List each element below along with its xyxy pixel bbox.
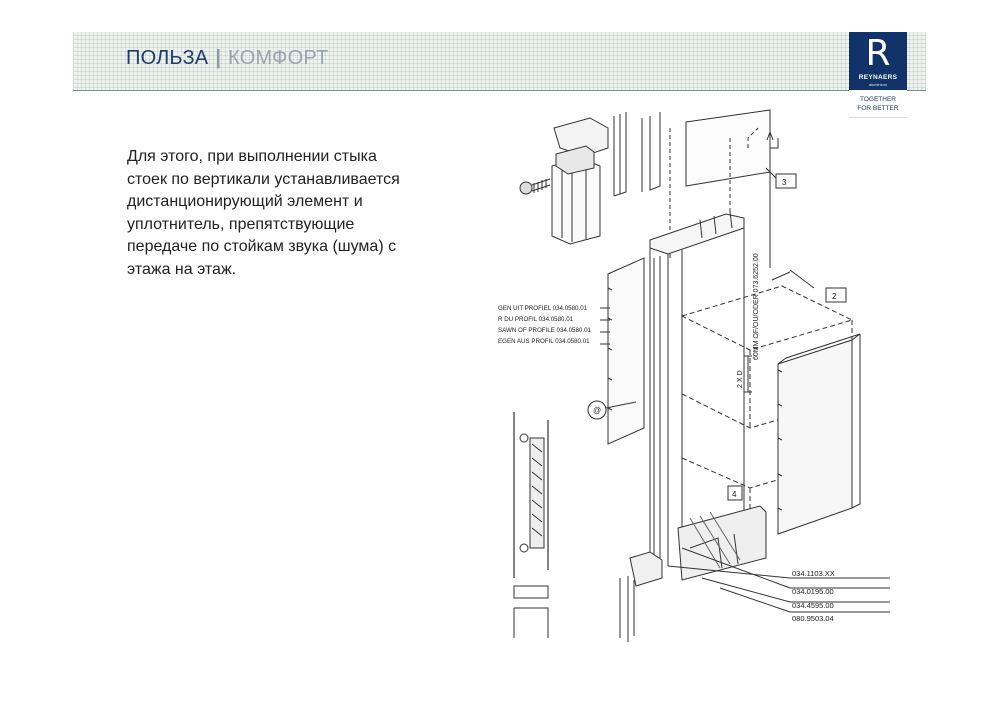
reynaers-logo: R REYNAERS aluminium xyxy=(849,32,907,90)
profile-note: R DU PROFIL 034.0580.01 xyxy=(498,316,574,323)
body-line: Для этого, при выполнении стыка xyxy=(127,148,377,165)
part-number: 034.4595.00 xyxy=(792,601,834,610)
body-line: этажа на этаж. xyxy=(127,260,237,278)
profile-note: EGEN AUS PROFIL 034.0580.01 xyxy=(498,338,590,345)
body-line: передаче по стойкам звука (шума) с xyxy=(127,238,397,255)
body-line: дистанционирующий элемент и xyxy=(127,193,363,210)
tagline-line-2: FOR BETTER xyxy=(857,105,899,112)
title-secondary: КОМФОРТ xyxy=(228,47,329,69)
body-line: уплотнитель, препятствующие xyxy=(127,215,355,233)
mullion-joint-drawing: 3 2 4 @ 60MM OF/OU/ODER 073.6252.00 2 X … xyxy=(498,109,890,642)
logo-name: REYNAERS xyxy=(858,74,898,81)
title-primary: ПОЛЬЗА xyxy=(126,47,209,69)
profile-note: SAWN OF PROFILE 034.0580.01 xyxy=(498,327,592,334)
logo-sub: aluminium xyxy=(868,82,888,87)
dimension-gap: 2 X D xyxy=(737,370,744,388)
callout-4: 4 xyxy=(732,490,737,499)
logo-mark: R xyxy=(865,33,891,74)
header-band xyxy=(73,32,926,90)
body-paragraph: Для этого, при выполнении стыка стоек по… xyxy=(127,146,487,281)
part-number: 034.0195.00 xyxy=(792,587,834,596)
circle-label: @ xyxy=(593,406,601,415)
profile-note: GEN UIT PROFIEL 034.0580.01 xyxy=(498,305,588,312)
header-divider xyxy=(73,90,926,91)
part-number: 034.1103.XX xyxy=(792,569,835,578)
part-number: 080.9503.04 xyxy=(792,614,834,623)
body-line: стоек по вертикали устанавливается xyxy=(127,170,400,188)
title-separator: | xyxy=(215,47,222,69)
dimension-vertical: 60MM OF/OU/ODER 073.6252.00 xyxy=(753,253,760,360)
callout-3: 3 xyxy=(782,178,787,187)
tagline-line-1: TOGETHER xyxy=(860,96,896,103)
page-title: ПОЛЬЗА | КОМФОРТ xyxy=(126,47,328,70)
logo-tagline: TOGETHER FOR BETTER xyxy=(849,90,907,118)
callout-2: 2 xyxy=(832,292,837,301)
